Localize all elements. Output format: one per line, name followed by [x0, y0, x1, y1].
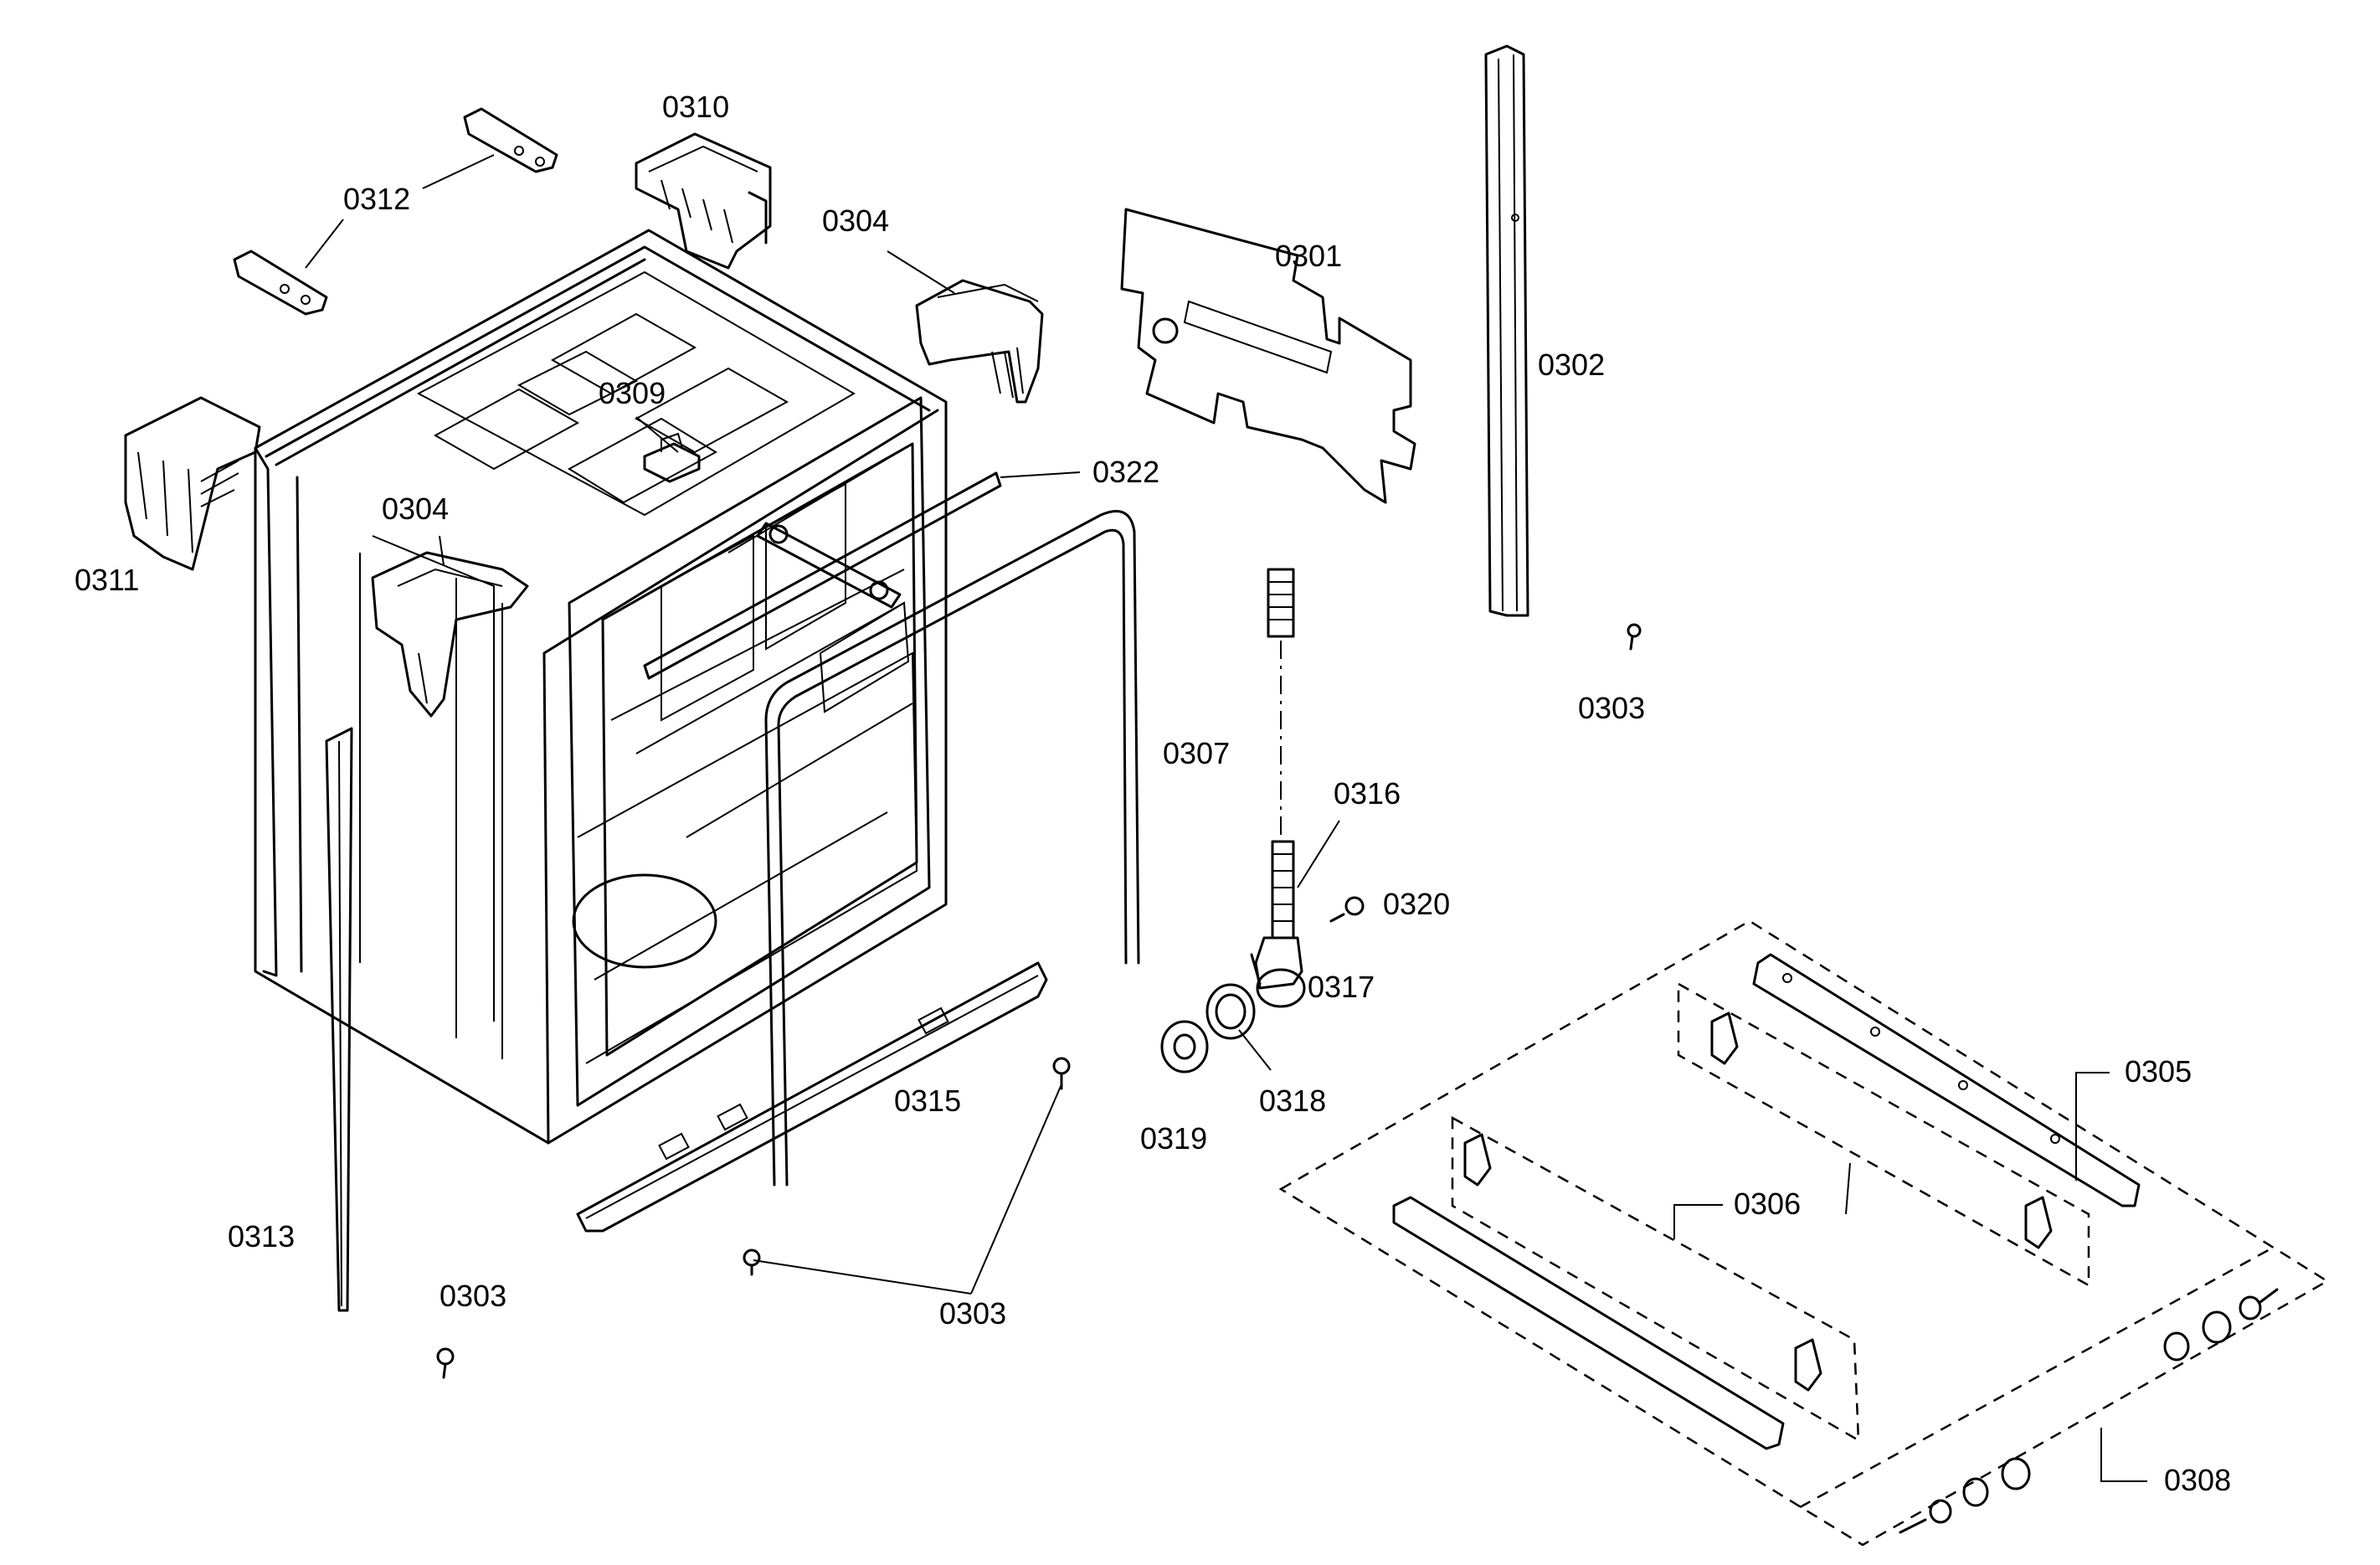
- label-0307: 0307: [1163, 736, 1230, 770]
- label-0303-left: 0303: [440, 1279, 506, 1313]
- screw-0303: [436, 623, 1642, 1379]
- label-0317: 0317: [1308, 970, 1375, 1004]
- label-0312: 0312: [343, 182, 410, 216]
- label-0303-right: 0303: [1578, 691, 1645, 725]
- base-assembly: [1278, 919, 2330, 1547]
- label-0318: 0318: [1259, 1084, 1326, 1118]
- label-0322: 0322: [1092, 455, 1159, 489]
- tub-frame: [254, 229, 948, 1145]
- hinge-bracket-0310: [635, 132, 772, 270]
- feet-0308: [1899, 1288, 2279, 1534]
- leader-lines: [305, 154, 2147, 1482]
- side-strip-0302: [1484, 44, 1529, 617]
- label-0313: 0313: [228, 1219, 295, 1254]
- mounting-clip-0312: [233, 107, 558, 316]
- label-0319: 0319: [1140, 1121, 1207, 1156]
- label-0320: 0320: [1383, 887, 1450, 921]
- hose-0316: [1267, 568, 1295, 940]
- rail-front: [1392, 1196, 1785, 1450]
- rail-0322: [643, 471, 1002, 680]
- label-0311: 0311: [75, 563, 139, 597]
- label-0304-top: 0304: [822, 203, 889, 238]
- side-strip-0313: [325, 727, 353, 1312]
- door-seal-0307: [764, 510, 1140, 1187]
- label-0303-center: 0303: [939, 1296, 1006, 1331]
- part-labels: 0301 0302 0303 0303 0303 0304 0304 0305 …: [75, 90, 2231, 1497]
- clip-0309: [643, 432, 701, 483]
- nut-0319: [1160, 1020, 1209, 1073]
- label-0316: 0316: [1334, 776, 1401, 811]
- label-0315: 0315: [894, 1084, 961, 1118]
- label-0304-mid: 0304: [382, 492, 449, 526]
- label-0301: 0301: [1275, 239, 1342, 273]
- bottom-trim-0315: [576, 961, 1048, 1233]
- label-0306: 0306: [1734, 1187, 1801, 1221]
- hinge-bracket-0311: [124, 396, 261, 571]
- fitting-0317: [1250, 936, 1306, 1008]
- label-0308: 0308: [2164, 1463, 2231, 1497]
- label-0309: 0309: [599, 376, 666, 410]
- insulation-panel-0301: [1120, 208, 1416, 504]
- label-0310: 0310: [662, 90, 729, 124]
- rail-0305: [1752, 953, 2141, 1207]
- corner-bracket-0304: [371, 279, 1044, 718]
- screw-0320: [1329, 896, 1365, 923]
- clips-0306: [1463, 1012, 2053, 1392]
- label-0305: 0305: [2125, 1054, 2192, 1089]
- ring-0318: [1205, 983, 1256, 1040]
- label-0302: 0302: [1538, 347, 1605, 382]
